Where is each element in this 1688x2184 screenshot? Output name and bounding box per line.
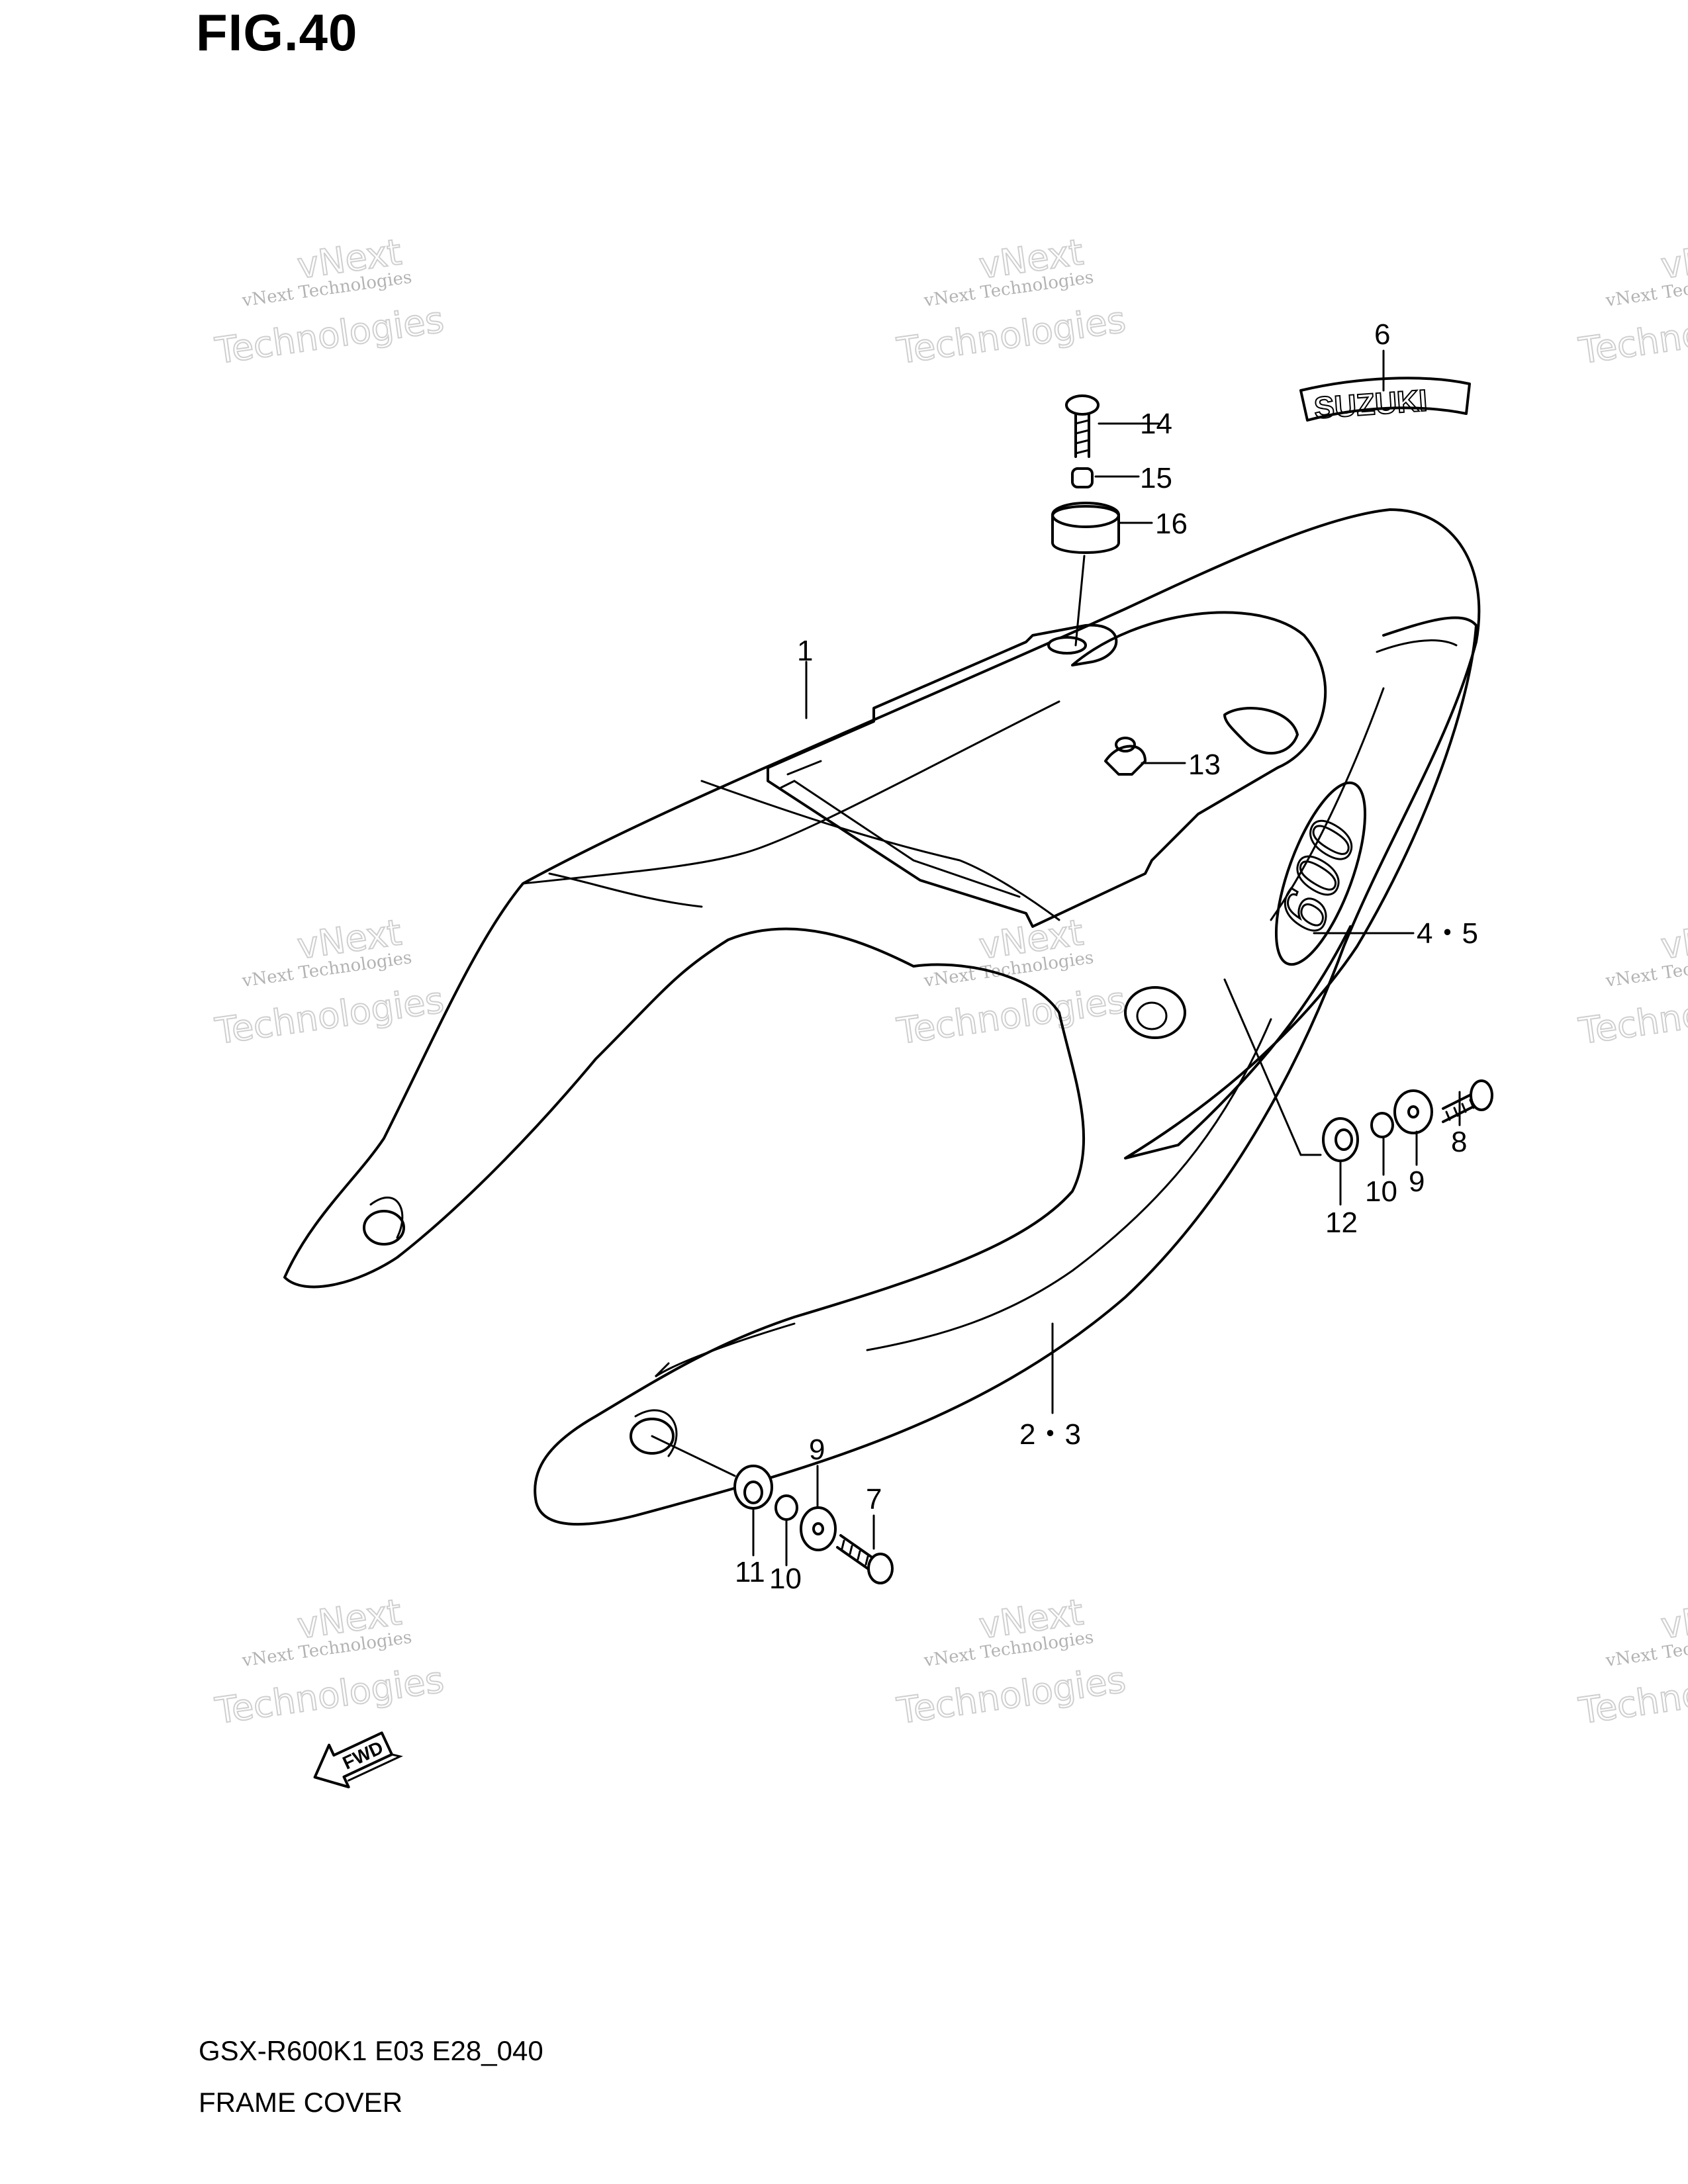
callout-9-lower: 9 <box>809 1433 825 1466</box>
watermark: vNext vNext Technologies Technologies <box>212 911 447 1053</box>
collar-10-right <box>1370 1112 1394 1138</box>
screw-7 <box>836 1534 894 1584</box>
svg-text:vNext: vNext <box>1658 231 1688 287</box>
front-lower-hole <box>630 1418 675 1455</box>
callout-7: 7 <box>866 1483 882 1516</box>
callout-8: 8 <box>1451 1126 1467 1158</box>
lower-side-line <box>866 1018 1272 1351</box>
damper-mount-hole <box>1047 636 1087 655</box>
seat-crossline <box>548 872 703 908</box>
model-badge-text: 600 <box>1267 811 1371 941</box>
side-stripe-inner <box>1270 639 1458 921</box>
washer-9-right <box>1393 1089 1433 1134</box>
fwd-arrow: FWD <box>313 1731 403 1789</box>
collar-15 <box>1071 467 1094 488</box>
seat-tray-inner <box>780 760 1021 898</box>
left-rear-hole <box>363 1210 405 1246</box>
grommet-11 <box>733 1465 773 1510</box>
suzuki-decal-text: SUZUKI <box>1313 383 1428 425</box>
callout-2-3: 2・3 <box>1019 1418 1081 1451</box>
svg-text:Technologies: Technologies <box>1576 979 1688 1052</box>
model-badge: 600 <box>1266 781 1372 966</box>
callout-14: 14 <box>1140 408 1172 440</box>
rear-mount-recess <box>1223 707 1299 754</box>
bolt-14 <box>1065 394 1100 458</box>
clip-13 <box>1104 737 1147 776</box>
callout-9-right: 9 <box>1409 1165 1425 1198</box>
watermark: vNext vNext Technologies Technologies <box>212 1590 447 1733</box>
callout-1: 1 <box>797 635 813 667</box>
figure-title: FIG.40 <box>196 3 358 62</box>
watermark: vNext vNext Technologies Technologies <box>894 911 1129 1053</box>
callout-10-right: 10 <box>1365 1175 1397 1208</box>
watermark: vNext vNext Technologies Technologies <box>894 1590 1129 1733</box>
lower-side-line-2 <box>654 1322 796 1378</box>
callout-4-5: 4・5 <box>1417 917 1478 950</box>
section-name: FRAME COVER <box>199 2087 403 2118</box>
callout-labels: 1 6 14 15 16 13 4・5 8 9 10 12 2・3 9 7 11… <box>735 318 1478 1595</box>
callout-11: 11 <box>735 1556 765 1588</box>
callout-12: 12 <box>1325 1206 1358 1239</box>
watermark-group: vNext vNext Technologies Technologies vN… <box>212 230 1688 1733</box>
svg-text:Technologies: Technologies <box>1576 1659 1688 1732</box>
callout-16: 16 <box>1155 508 1188 540</box>
side-stripe <box>1124 616 1477 1160</box>
callout-6: 6 <box>1374 318 1390 351</box>
suzuki-decal: SUZUKI <box>1299 377 1471 426</box>
svg-text:vNext: vNext <box>1658 1591 1688 1647</box>
frame-cover-outline <box>283 508 1481 1526</box>
frame-cover-drawing: 600 <box>283 508 1481 1526</box>
callout-10-lower: 10 <box>769 1563 802 1595</box>
screw-8 <box>1442 1079 1493 1123</box>
watermark: vNext vNext Technologies Technologies <box>212 230 447 373</box>
watermark: vNext vNext Technologies Technologies <box>1575 1590 1688 1733</box>
svg-text:Technologies: Technologies <box>1576 298 1688 372</box>
seat-tray <box>767 611 1327 928</box>
svg-text:vNext: vNext <box>1658 911 1688 967</box>
leader-lines <box>651 349 1461 1567</box>
grommet-12 <box>1322 1117 1359 1162</box>
watermark: vNext vNext Technologies Technologies <box>1575 230 1688 373</box>
model-code: GSX-R600K1 E03 E28_040 <box>199 2035 543 2066</box>
cushion-16 <box>1051 502 1120 554</box>
washer-9-lower <box>800 1506 837 1551</box>
watermark: vNext vNext Technologies Technologies <box>894 230 1129 373</box>
seat-ridge <box>522 700 1060 885</box>
collar-10-lower <box>774 1494 798 1521</box>
seat-crossline-2 <box>700 780 1060 921</box>
callout-13: 13 <box>1188 749 1221 781</box>
watermark: vNext vNext Technologies Technologies <box>1575 911 1688 1053</box>
callout-15: 15 <box>1140 462 1172 494</box>
side-grommet-hole <box>1124 986 1186 1039</box>
